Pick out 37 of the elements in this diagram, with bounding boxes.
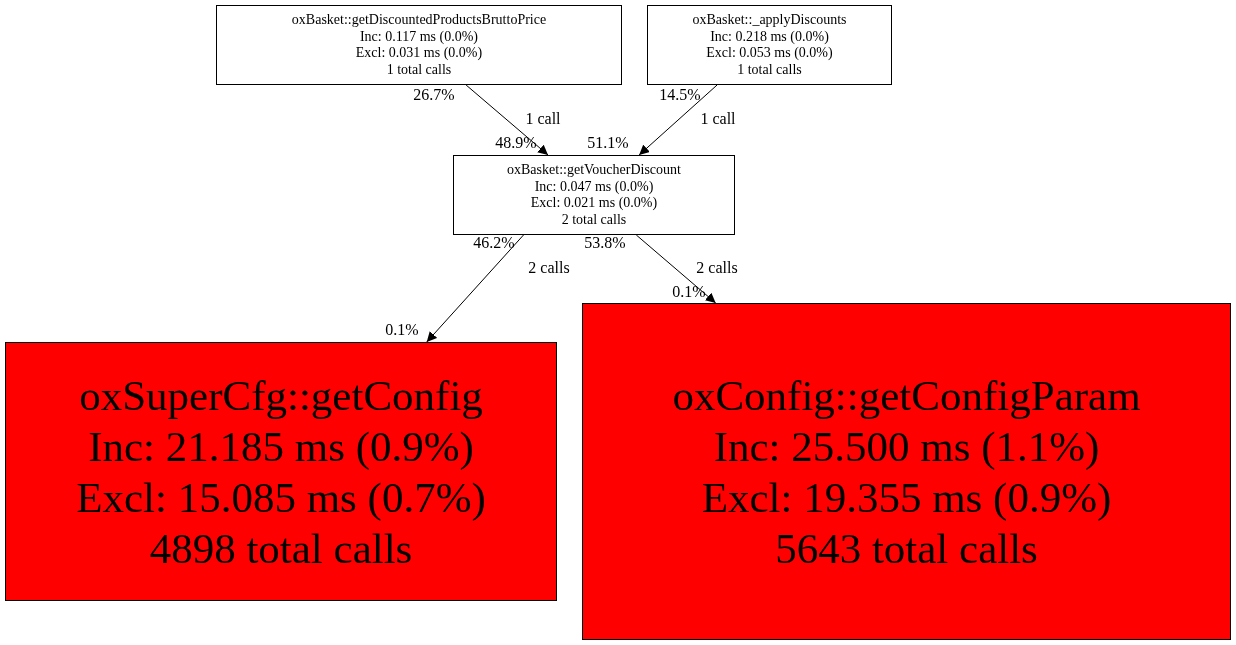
call-stat: 1 total calls: [386, 61, 452, 78]
percentage-label: 0.1%: [385, 321, 419, 339]
arrow: [635, 234, 717, 304]
percentage-label: 51.1%: [587, 134, 629, 152]
call-stat: Inc: 21.185 ms (0.9%): [88, 421, 474, 472]
call-stat: 1 total calls: [737, 61, 802, 78]
percentage-label: 26.7%: [413, 86, 455, 104]
call-stat: Excl: 15.085 ms (0.7%): [76, 472, 486, 523]
arrow: [638, 84, 718, 156]
percentage-label: 48.9%: [495, 134, 537, 152]
function-name: oxBasket::getVoucherDiscount: [507, 162, 681, 179]
percentage-label: 0.1%: [672, 283, 706, 301]
function-name: oxBasket::getDiscountedProductsBruttoPrice: [291, 12, 547, 29]
call-stat: Excl: 0.031 ms (0.0%): [355, 45, 483, 62]
arrow: [465, 84, 549, 156]
call-stat: 2 total calls: [561, 211, 627, 228]
call-stat: 5643 total calls: [775, 523, 1038, 574]
call-stat: Inc: 0.047 ms (0.0%): [534, 178, 654, 195]
function-name: oxBasket::_applyDiscounts: [692, 12, 847, 29]
percentage-label: 14.5%: [659, 86, 701, 104]
percentage-label: 53.8%: [584, 234, 626, 252]
call-stat: Inc: 0.117 ms (0.0%): [359, 28, 479, 45]
call-stat: Excl: 19.355 ms (0.9%): [701, 472, 1112, 523]
function-box: [647, 5, 892, 85]
function-name: oxSuperCfg::getConfig: [79, 370, 483, 421]
call-stat: Excl: 0.053 ms (0.0%): [706, 45, 833, 62]
function-name: oxConfig::getConfigParam: [672, 370, 1141, 421]
call-stat: Excl: 0.021 ms (0.0%): [530, 195, 658, 212]
arrow: [426, 234, 524, 343]
call-stat: Inc: 0.218 ms (0.0%): [710, 28, 829, 45]
call-stat: Inc: 25.500 ms (1.1%): [713, 421, 1100, 472]
function-box: [5, 342, 557, 601]
function-box: [216, 5, 622, 85]
call-stat: 4898 total calls: [149, 523, 413, 574]
function-box: [453, 155, 735, 235]
function-box: [582, 303, 1231, 640]
percentage-label: 46.2%: [473, 234, 515, 252]
